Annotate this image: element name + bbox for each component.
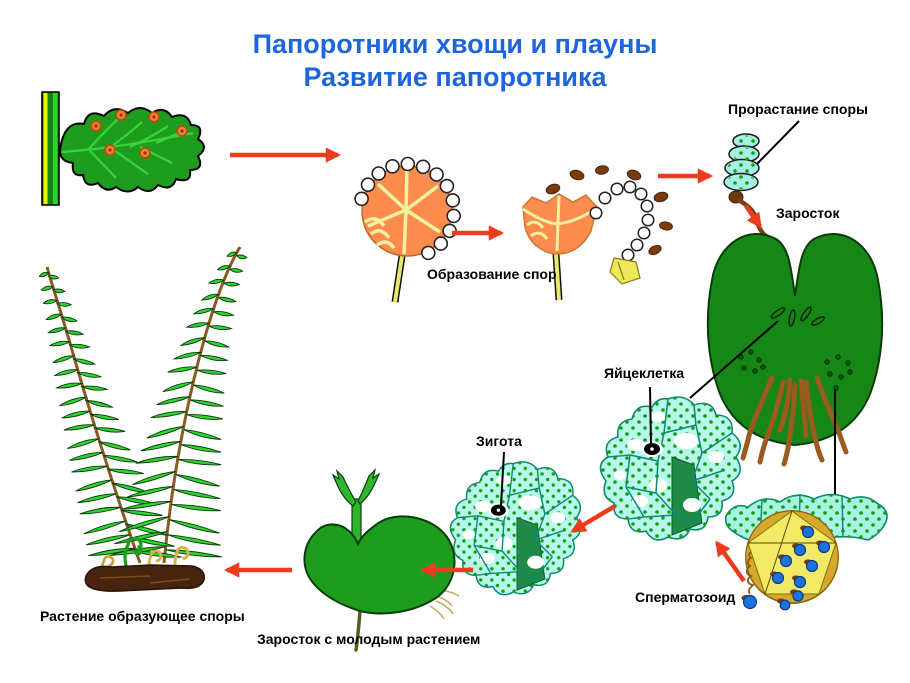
sporangium-open-illustration bbox=[522, 165, 673, 301]
annulus-uncoiling bbox=[589, 180, 655, 262]
prothallus-illustration bbox=[706, 233, 884, 467]
zygote-view-illustration bbox=[449, 461, 582, 596]
antheridium-view-illustration bbox=[724, 493, 888, 611]
label-spore-germination: Прорастание споры bbox=[728, 101, 868, 117]
pointer-line-germination bbox=[756, 120, 800, 165]
slide-title-line2: Развитие папоротника bbox=[303, 62, 607, 92]
label-prothallus: Заросток bbox=[776, 205, 840, 221]
fern-leaflets bbox=[38, 251, 248, 558]
sperm-tail bbox=[745, 551, 755, 595]
annulus-cells bbox=[354, 156, 462, 261]
rhizome bbox=[84, 564, 205, 592]
arrow-sperm-to-egg bbox=[715, 540, 746, 583]
fern-pinna-with-sori-illustration bbox=[41, 91, 205, 206]
pointer-line-zygote bbox=[500, 451, 505, 506]
flying-spores bbox=[545, 165, 673, 256]
label-sperm: Сперматозоид bbox=[635, 589, 736, 605]
archegonia-marks bbox=[770, 306, 825, 327]
label-prothallus-with-young-plant: Заросток с молодым растением bbox=[257, 631, 481, 647]
arrow-germination-to-prothallus bbox=[744, 204, 762, 229]
pointer-line-egg bbox=[649, 386, 652, 445]
antheridia-dots bbox=[738, 349, 853, 391]
sperm-cells bbox=[741, 525, 831, 611]
germinating-spore-illustration bbox=[723, 133, 773, 244]
label-spore-forming-plant: Растение образующее споры bbox=[40, 608, 245, 624]
cycle-arrows bbox=[223, 147, 762, 583]
young-prothallus-illustration bbox=[303, 468, 460, 652]
label-spore-formation: Образование спор bbox=[427, 266, 557, 282]
sporangium-closed-illustration bbox=[354, 156, 462, 303]
adult-fern-illustration bbox=[38, 246, 248, 592]
slide-title: Папоротники хвощи и плауны Развитие папо… bbox=[0, 28, 910, 94]
arrow-egg-to-zygote bbox=[570, 504, 617, 533]
label-egg-cell: Яйцеклетка bbox=[604, 365, 685, 381]
sori-dots bbox=[90, 109, 188, 159]
slide-title-line1: Папоротники хвощи и плауны bbox=[252, 29, 658, 59]
label-zygote: Зигота bbox=[476, 433, 522, 449]
rhizoids bbox=[740, 375, 849, 467]
young-rhizoid-hairs bbox=[429, 589, 460, 620]
archegonium-egg-view-illustration bbox=[599, 396, 741, 541]
pointer-line-archegonium bbox=[689, 320, 779, 399]
